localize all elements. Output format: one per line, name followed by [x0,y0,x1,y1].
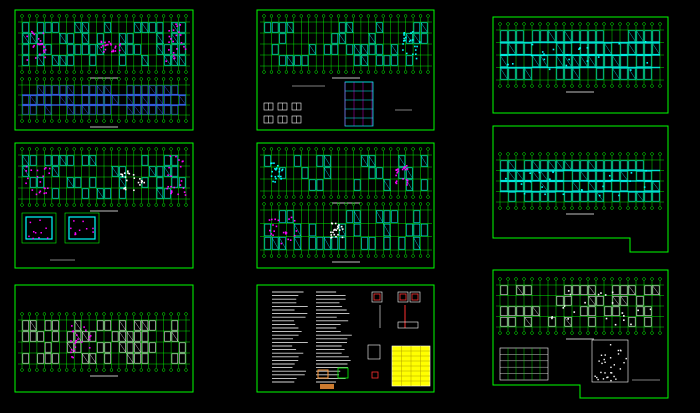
sheet-2-frame [256,9,435,131]
sheet-1-plan-upper [18,14,190,79]
sheet-2-plan [260,14,432,79]
sheet-2-details [263,81,412,127]
sheet-7-frame [14,284,194,393]
sheet-3-frame [492,16,669,114]
sheet-6-frame [492,125,669,253]
sheet-9-frame [492,269,669,399]
sheet-6-plan [496,152,664,215]
sheet-7-plan [18,312,190,377]
sheet-9-schedule-table [499,339,660,383]
sheet-4-frame [14,142,194,269]
sheet-5-plan-lower [260,202,432,263]
sheet-1-plan-lower [18,77,190,128]
sheet-4-sections [21,212,100,261]
sheet-4-plan [18,147,190,212]
sheet-8-notes-and-details [272,291,431,389]
sheet-8-frame [256,284,435,393]
sheet-5-plan-upper [260,147,432,204]
sheet-1-frame [14,9,194,131]
sheet-5-frame [256,142,435,269]
sheet-3-plan [496,22,664,93]
sheet-9-plan [496,277,664,340]
